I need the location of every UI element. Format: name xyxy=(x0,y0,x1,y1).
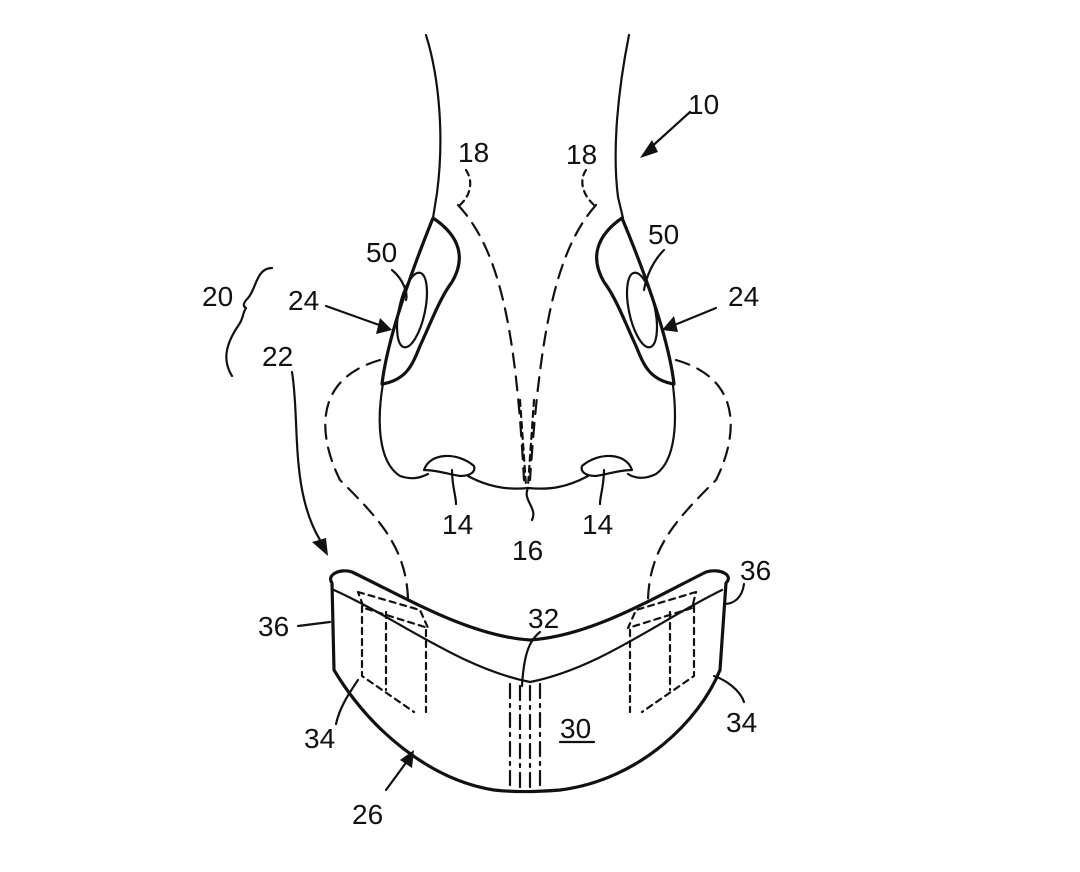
nostril-right xyxy=(580,454,634,478)
label-22: 22 xyxy=(262,341,293,372)
nasal-band xyxy=(329,569,730,794)
reference-numerals: 10 18 18 50 50 20 24 24 22 14 14 16 36 3… xyxy=(202,89,771,830)
label-26: 26 xyxy=(352,799,383,830)
label-36-right: 36 xyxy=(740,555,771,586)
right-pad xyxy=(595,216,676,386)
left-pad xyxy=(380,216,461,386)
label-18-right: 18 xyxy=(566,139,597,170)
label-14-right: 14 xyxy=(582,509,613,540)
label-32: 32 xyxy=(528,603,559,634)
label-24-right: 24 xyxy=(728,281,759,312)
label-30: 30 xyxy=(560,713,591,744)
septum-lines xyxy=(456,203,598,522)
label-50-left: 50 xyxy=(366,237,397,268)
label-14-left: 14 xyxy=(442,509,473,540)
label-34-left: 34 xyxy=(304,723,335,754)
label-10: 10 xyxy=(688,89,719,120)
leader-lines xyxy=(225,110,746,792)
label-24-left: 24 xyxy=(288,285,319,316)
label-18-left: 18 xyxy=(458,137,489,168)
nose-outline xyxy=(378,33,677,490)
label-20: 20 xyxy=(202,281,233,312)
nostril-left xyxy=(422,454,476,478)
label-50-right: 50 xyxy=(648,219,679,250)
label-16: 16 xyxy=(512,535,543,566)
label-36-left: 36 xyxy=(258,611,289,642)
outer-dashed-contours xyxy=(324,358,732,612)
label-34-right: 34 xyxy=(726,707,757,738)
